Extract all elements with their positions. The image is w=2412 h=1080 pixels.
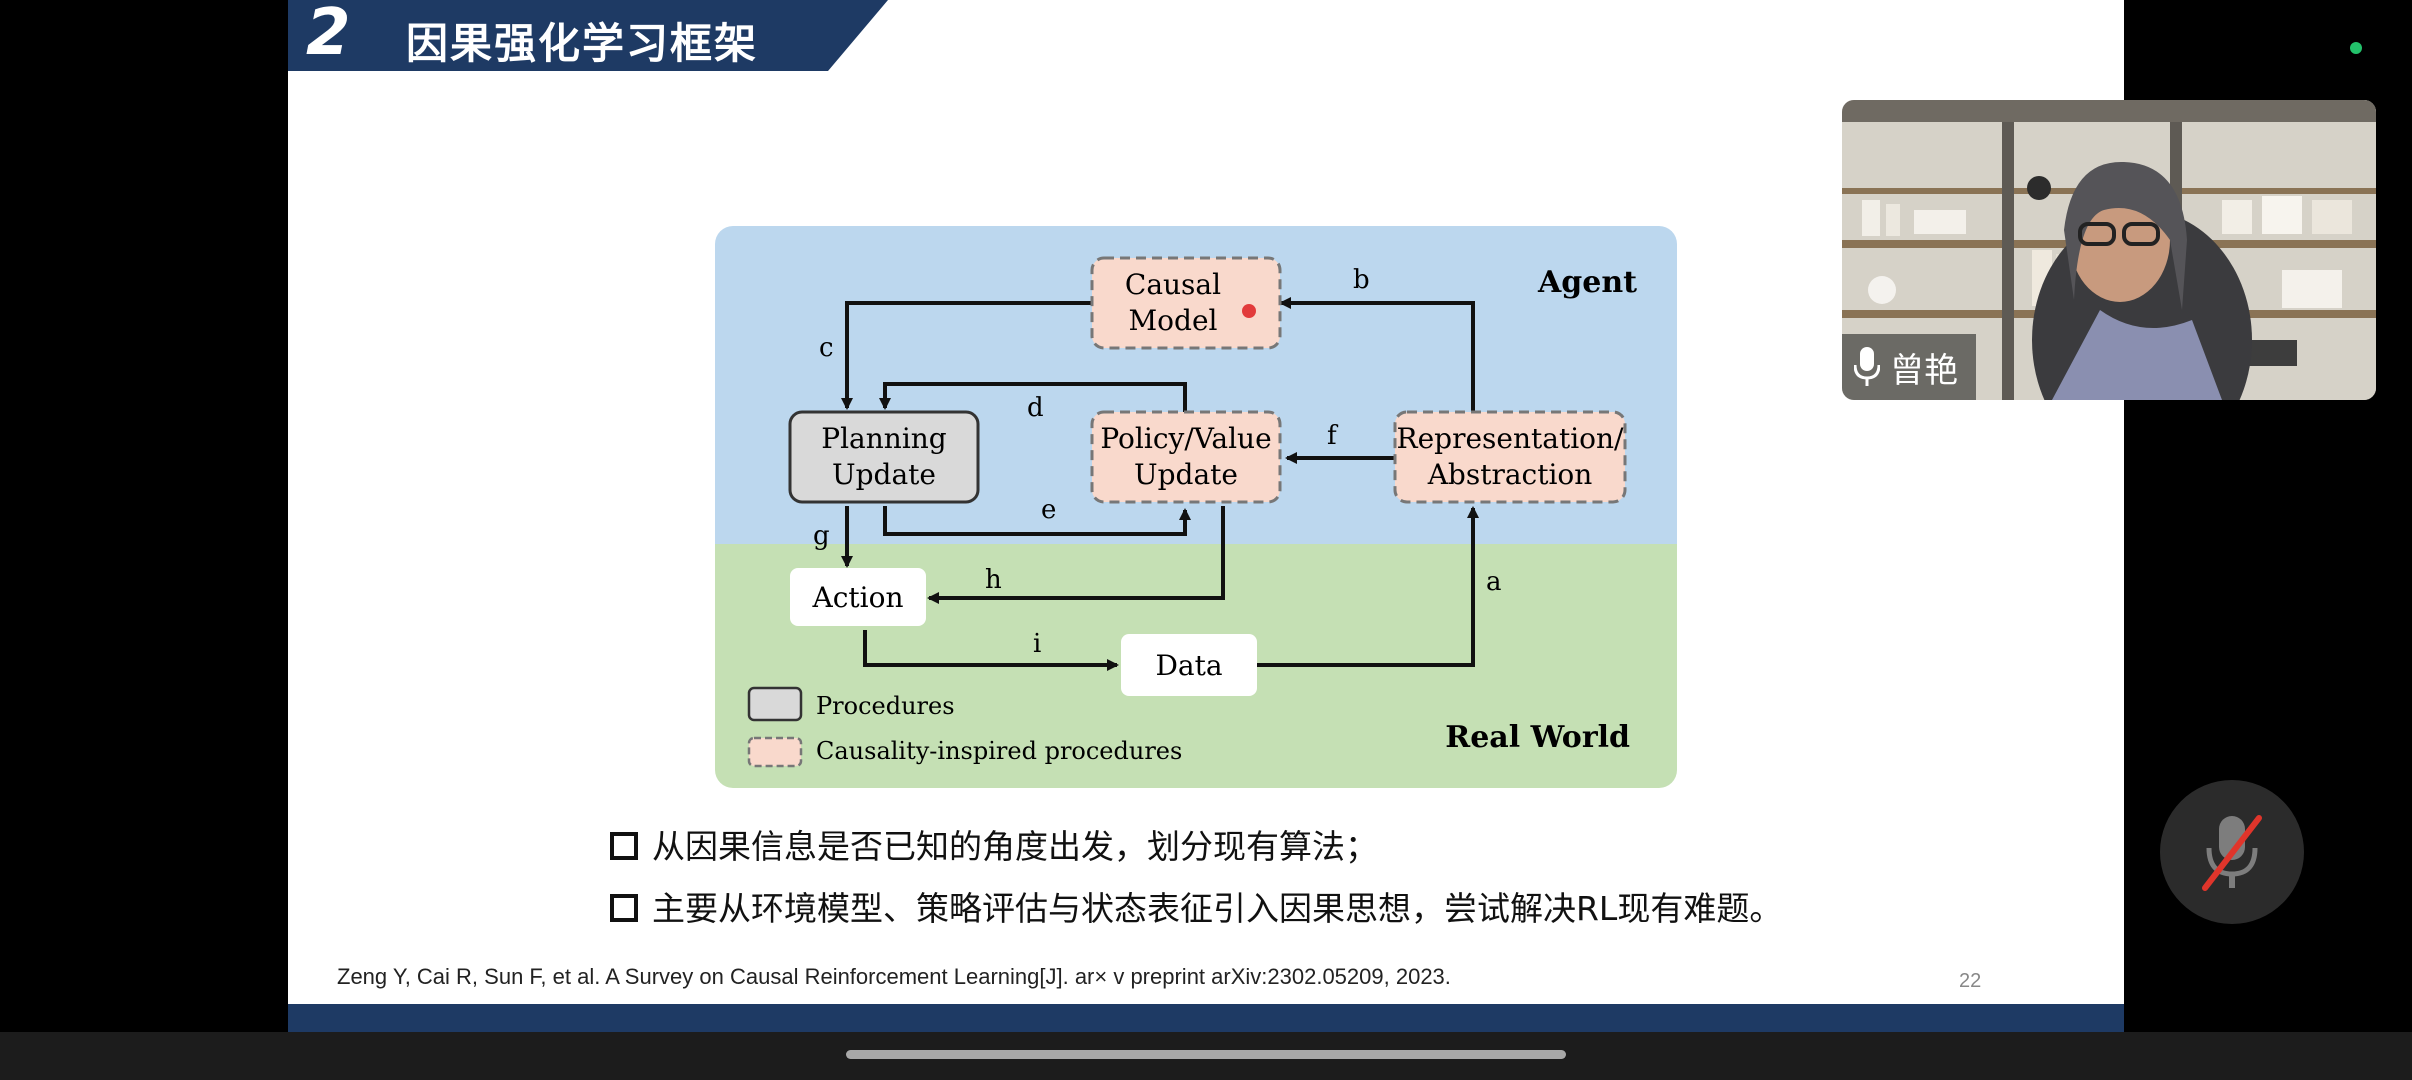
edge-labels: c b d e f g h i a (813, 265, 1502, 659)
bullet-text-2: 主要从环境模型、策略评估与状态表征引入因果思想，尝试解决RL现有难题。 (652, 889, 1783, 928)
participant-name-tag: 曾艳 (1842, 334, 1976, 400)
agent-label: Agent (1537, 265, 1637, 300)
edge-e (883, 506, 1191, 536)
edge-label-d: d (1027, 393, 1044, 423)
edges (841, 297, 1479, 671)
bullet-square-icon (610, 832, 638, 860)
citation: Zeng Y, Cai R, Sun F, et al. A Survey on… (337, 964, 1451, 989)
participant-video-tile[interactable]: 曾艳 (1842, 100, 2376, 400)
page-number: 22 (1959, 970, 1982, 992)
edge-label-g: g (813, 521, 830, 551)
node-data: Data (1121, 634, 1257, 696)
policy-value-line2: Update (1134, 458, 1238, 491)
edge-d (879, 382, 1187, 412)
legend-causality-swatch (747, 736, 803, 768)
edge-a (1253, 506, 1479, 667)
bullet-text-1: 从因果信息是否已知的角度出发，划分现有算法； (652, 827, 1378, 866)
slide-title-banner: 2 因果强化学习框架 (288, 0, 888, 71)
causal-model-line1: Causal (1125, 268, 1221, 301)
edge-i (863, 630, 1119, 671)
edge-label-c: c (819, 333, 834, 363)
edge-label-b: b (1353, 265, 1370, 295)
connection-status-dot (2350, 42, 2362, 54)
node-policy-value-update: Policy/Value Update (1090, 410, 1282, 504)
microphone-muted-icon (2202, 815, 2262, 891)
representation-line1: Representation/ (1397, 422, 1625, 455)
title-banner-shape (288, 0, 888, 71)
diagram-canvas: Agent Real World c b d e f g h (715, 226, 1677, 788)
edge-label-f: f (1327, 421, 1339, 451)
edge-c (841, 301, 1092, 410)
edge-h (927, 506, 1225, 604)
edge-label-a: a (1486, 567, 1502, 597)
section-number: 2 (306, 0, 351, 70)
slide-title: 因果强化学习框架 (406, 19, 759, 68)
edge-label-e: e (1041, 495, 1056, 525)
toggle-microphone-button[interactable] (2160, 780, 2304, 924)
bullet-item-1: 从因果信息是否已知的角度出发，划分现有算法； (610, 820, 1378, 868)
edge-label-h: h (985, 565, 1002, 595)
legend-procedures-swatch (747, 686, 803, 722)
laser-pointer-dot (1242, 304, 1256, 318)
presentation-slide: 2 因果强化学习框架 Agent Real World (288, 0, 2124, 1032)
legend-causality-label: Causality-inspired procedures (816, 737, 1182, 765)
action-label: Action (812, 581, 904, 614)
representation-line2: Abstraction (1427, 458, 1593, 491)
node-action: Action (790, 568, 926, 626)
node-representation-abstraction: Representation/ Abstraction (1393, 410, 1627, 504)
causal-model-line2: Model (1129, 304, 1218, 337)
microphone-icon (1854, 347, 1880, 386)
edge-label-i: i (1033, 629, 1041, 659)
edge-b (1279, 297, 1475, 412)
bullet-item-2: 主要从环境模型、策略评估与状态表征引入因果思想，尝试解决RL现有难题。 (610, 882, 1782, 930)
participant-name: 曾艳 (1890, 350, 1958, 391)
node-planning-update: Planning Update (788, 410, 980, 504)
real-world-label: Real World (1445, 720, 1630, 755)
data-label: Data (1155, 649, 1222, 682)
causal-rl-diagram: Agent Real World c b d e f g h (715, 226, 1677, 788)
planning-update-line2: Update (832, 458, 936, 491)
home-indicator[interactable] (846, 1050, 1566, 1059)
legend: Procedures Causality-inspired procedures (747, 686, 1182, 768)
node-causal-model: Causal Model (1090, 256, 1282, 350)
bullet-square-icon (610, 894, 638, 922)
planning-update-line1: Planning (821, 422, 947, 455)
slide-footer-bar (288, 1004, 2124, 1032)
policy-value-line1: Policy/Value (1100, 422, 1271, 455)
legend-procedures-label: Procedures (816, 692, 955, 720)
